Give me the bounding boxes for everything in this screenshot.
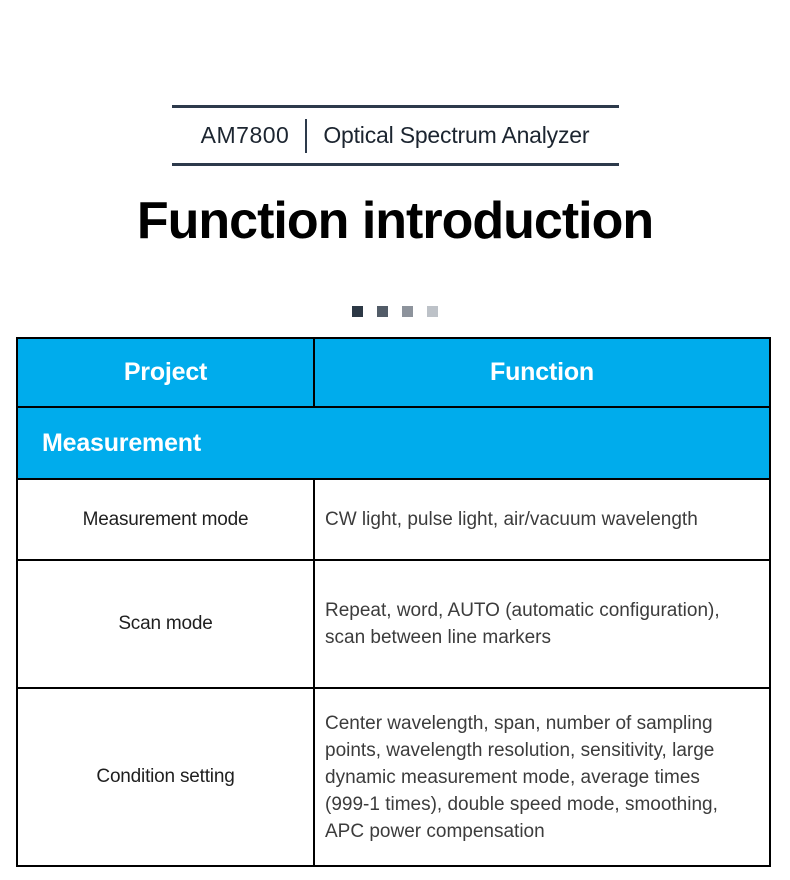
project-cell: Scan mode [16, 559, 315, 689]
page-title: Function introduction [136, 192, 654, 250]
brand-divider [305, 118, 308, 153]
table-row: Condition setting Center wavelength, spa… [16, 687, 771, 867]
decor-square-3 [402, 306, 413, 317]
function-cell-text: CW light, pulse light, air/vacuum wavele… [325, 509, 698, 530]
function-cell: Repeat, word, AUTO (automatic configurat… [313, 559, 771, 689]
column-header-project: Project [16, 337, 315, 408]
table-row: Scan mode Repeat, word, AUTO (automatic … [16, 559, 771, 689]
brand-product-label: Optical Spectrum Analyzer [323, 122, 590, 148]
brand-header: AM7800 Optical Spectrum Analyzer [171, 105, 619, 166]
decor-square-2 [377, 306, 388, 317]
function-cell: Center wavelength, span, number of sampl… [313, 687, 771, 867]
column-header-function: Function [313, 337, 771, 408]
table-row: Measurement mode CW light, pulse light, … [16, 478, 771, 561]
brand-model-label: AM7800 [200, 122, 290, 148]
project-cell: Condition setting [16, 687, 315, 867]
decor-squares [0, 306, 790, 317]
table-header-row: Project Function [16, 337, 771, 408]
function-cell-text: Center wavelength, span, number of sampl… [325, 712, 718, 842]
project-cell: Measurement mode [16, 478, 315, 561]
function-cell: CW light, pulse light, air/vacuum wavele… [313, 478, 771, 561]
function-cell-text: Repeat, word, AUTO (automatic configurat… [325, 600, 720, 648]
section-label: Measurement [16, 406, 771, 480]
function-table: Project Function Measurement Measurement… [16, 337, 771, 867]
decor-square-1 [352, 306, 363, 317]
decor-square-4 [427, 306, 438, 317]
section-row-measurement: Measurement [16, 406, 771, 480]
